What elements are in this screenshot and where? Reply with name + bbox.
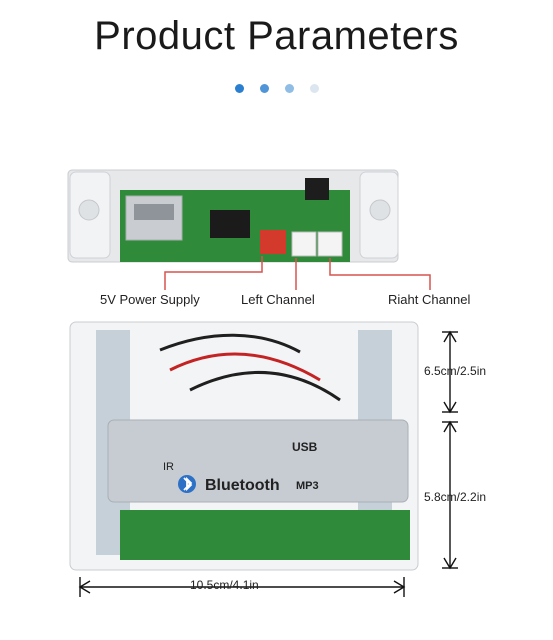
bluetooth-icon [178,475,196,493]
pager-dot-1[interactable] [234,84,244,93]
pager-dot-3[interactable] [284,84,294,93]
pager-dot-4[interactable] [309,84,319,93]
label-left-channel: Left Channel [241,292,315,307]
dim-height-bottom: 5.8cm/2.2in [424,490,487,504]
dim-width: 10.5cm/4.1in [190,578,259,592]
speaker-case [69,321,419,571]
page-title: Product Parameters [94,14,459,58]
dimension-lines [78,330,458,597]
label-right-channel: Riaht Channel [388,292,471,307]
carousel-pager [0,84,553,93]
label-leaders [164,256,431,290]
mp3-label: MP3 [296,480,319,492]
pager-dot-2[interactable] [259,84,269,93]
ir-label: IR [163,461,174,473]
dim-height-top: 6.5cm/2.5in [424,364,487,378]
usb-label: USB [292,440,318,454]
label-power: 5V Power Supply [100,292,200,307]
board-module [67,169,399,263]
bluetooth-label: Bluetooth [205,477,280,494]
